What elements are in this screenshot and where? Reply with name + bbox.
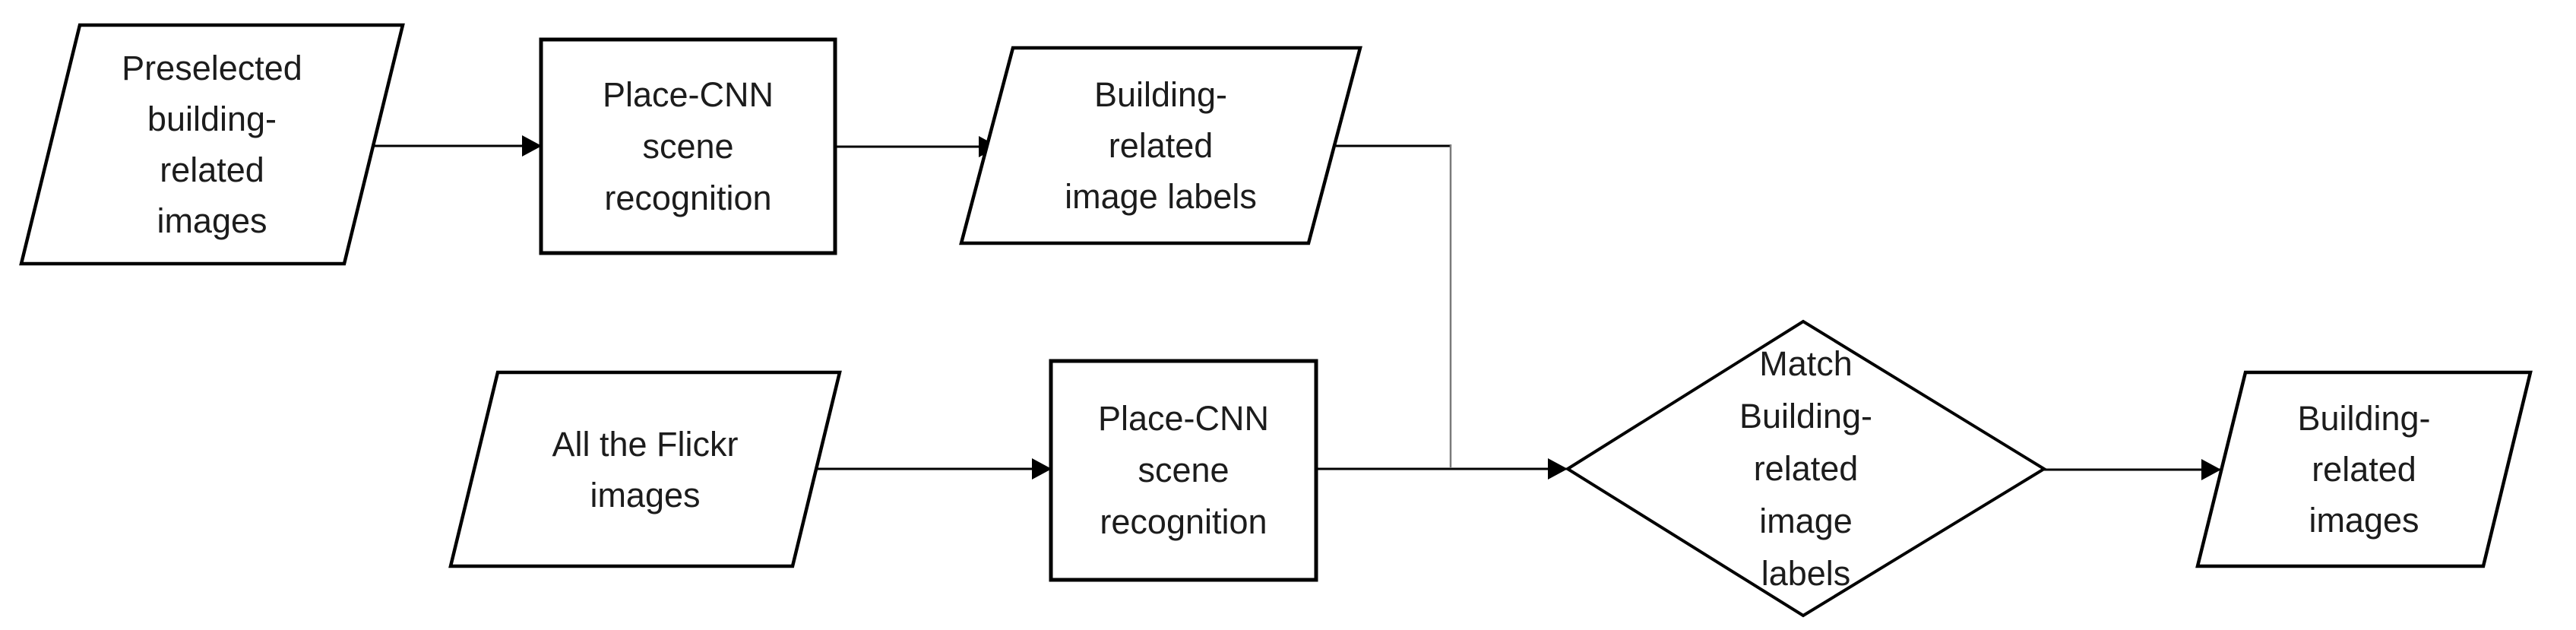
node-building-labels-shape	[959, 46, 1362, 245]
node-flickr-images-shape	[448, 370, 842, 568]
node-preselected-images-shape	[19, 23, 405, 266]
node-match-labels-shape	[1565, 319, 2047, 618]
node-placecnn-bottom-shape	[1049, 359, 1318, 582]
node-placecnn-top-shape	[539, 37, 837, 255]
node-building-images-shape	[2195, 370, 2533, 568]
